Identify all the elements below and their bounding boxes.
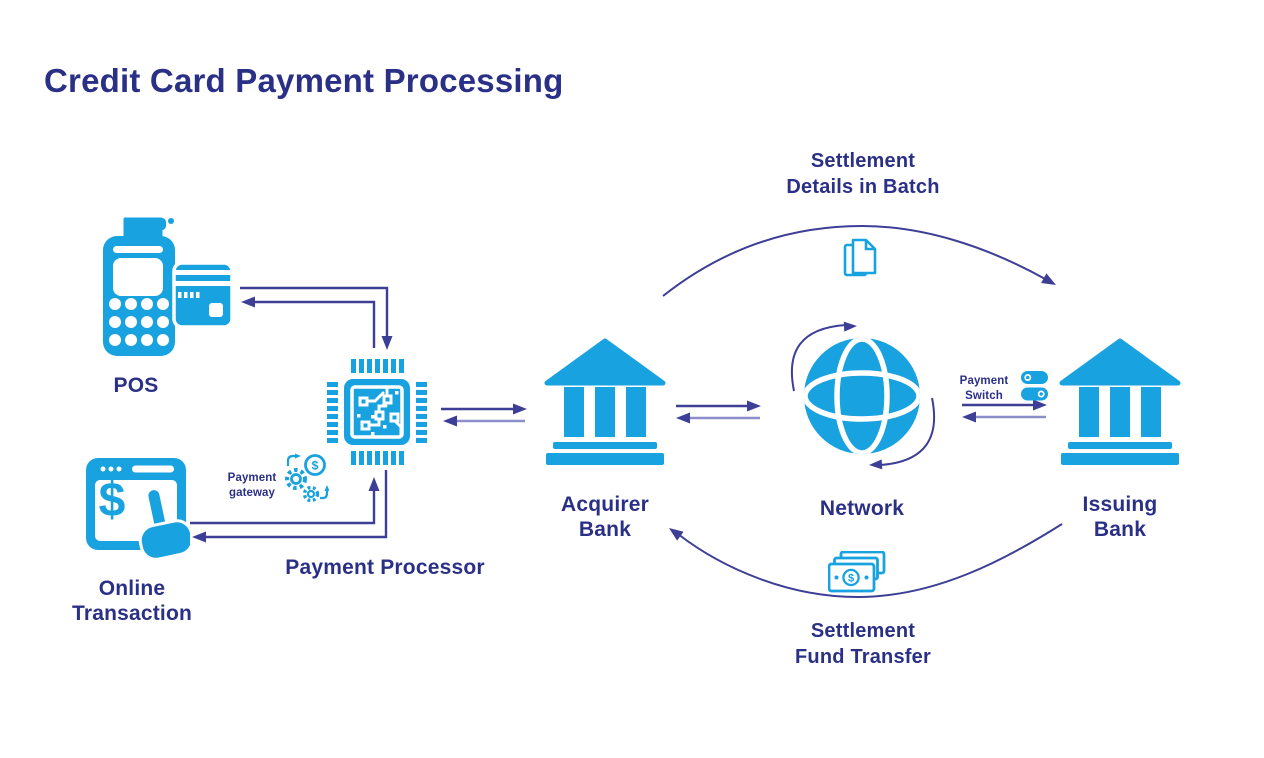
arrow-network-to-acquirer (676, 412, 760, 424)
pointer-hand-icon (138, 487, 190, 561)
online-browser-icon: $ (86, 458, 190, 561)
arrow-issuing-to-network (962, 411, 1046, 423)
pos-label: POS (113, 374, 159, 397)
settlement-fund-label: Settlement Fund Transfer (795, 620, 931, 668)
pos-terminal-icon (103, 214, 234, 356)
processor-chip-icon (327, 359, 427, 465)
network-rotation-arrows (790, 321, 936, 470)
svg-text:$: $ (312, 459, 319, 473)
arc-settlement-fund (669, 523, 1063, 599)
arrow-processor-to-pos (241, 296, 376, 348)
money-bills-icon: $ (828, 551, 886, 593)
bank-icon-issuing (1059, 338, 1181, 465)
bank-icon-acquirer (544, 338, 666, 465)
chip-dots (357, 391, 399, 436)
settlement-batch-label: Settlement Details in Batch (786, 150, 940, 198)
payment-gateway-label: Payment gateway (227, 472, 277, 499)
batch-documents-icon (843, 238, 877, 277)
arrow-online-to-processor (190, 477, 380, 525)
dollar-sign: $ (99, 474, 126, 527)
chip-pins (327, 359, 427, 465)
arrow-network-to-issuing (962, 399, 1047, 411)
page-title: Credit Card Payment Processing (44, 62, 564, 99)
payment-switch-label: Payment Switch (959, 375, 1009, 402)
globe-icon (804, 338, 920, 454)
acquirer-bank-label: Acquirer Bank (561, 493, 649, 541)
online-transaction-label: Online Transaction (71, 577, 193, 625)
arrow-acquirer-to-processor (443, 415, 525, 427)
issuing-bank-label: Issuing Bank (1082, 493, 1158, 541)
arrow-pos-to-processor (240, 286, 393, 350)
arc-settlement-batch (662, 224, 1056, 297)
network-label: Network (819, 497, 905, 520)
svg-text:$: $ (848, 573, 854, 585)
chip-circuit-traces (358, 387, 403, 437)
arrow-processor-to-acquirer (441, 403, 527, 415)
payment-processor-label: Payment Processor (285, 556, 485, 579)
toggle-switch-icon (1021, 371, 1048, 401)
credit-card-icon (172, 261, 234, 329)
arrow-processor-to-online (192, 470, 388, 543)
gears-coin-icon: $ (285, 453, 329, 502)
pos-keypad (109, 298, 169, 346)
arrow-acquirer-to-network (676, 400, 761, 412)
